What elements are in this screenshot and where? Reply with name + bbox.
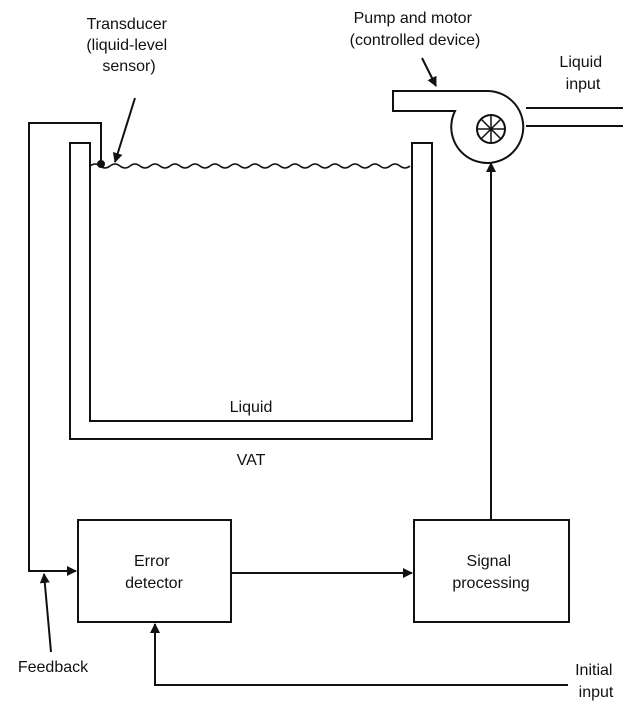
signal-processing-box (413, 519, 570, 623)
error-detector-label: Error detector (125, 553, 183, 592)
pump-label: Pump and motor (controlled device) (350, 10, 481, 49)
transducer-pointer-arrow (112, 97, 136, 163)
vat-outer-wall (69, 142, 433, 440)
signal-processing-label: Signal processing (452, 553, 529, 592)
feedback-pointer-arrow (39, 573, 52, 653)
liquid-surface (89, 163, 411, 169)
feedback-label: Feedback (18, 659, 89, 676)
initial-input-line (154, 652, 568, 686)
feedback-line (28, 122, 102, 576)
pump-housing (392, 90, 525, 164)
vat-label: VAT (237, 452, 266, 469)
pump-and-motor (392, 90, 525, 164)
transducer-sensor (97, 160, 105, 168)
liquid-label: Liquid (230, 399, 273, 416)
liquid-input-label: Liquid input (559, 54, 606, 93)
initial-input-label: Initial input (575, 662, 617, 701)
pump-pointer-arrow (421, 57, 437, 87)
error-detector-box (77, 519, 232, 623)
transducer-label: Transducer (liquid-level sensor) (86, 16, 171, 75)
